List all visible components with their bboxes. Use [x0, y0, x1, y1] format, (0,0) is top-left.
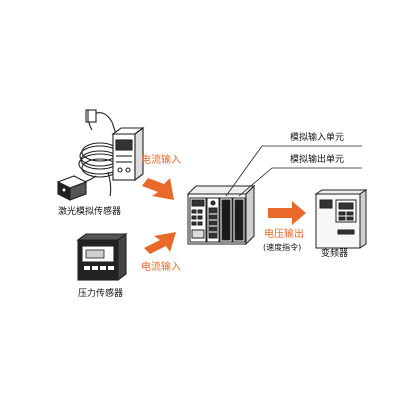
- leader-lines: [225, 145, 362, 197]
- analog-output-unit-label: 模拟输出单元: [290, 155, 345, 165]
- laser-current-input-label: 电流输入: [141, 155, 181, 166]
- pressure-sensor-label: 压力传感器: [78, 289, 124, 299]
- arrow-pressure-to-plc-icon: [144, 232, 176, 254]
- inverter-icon: [314, 189, 368, 249]
- arrow-plc-to-inverter-icon: [268, 201, 306, 225]
- analog-input-unit-label: 模拟输入单元: [290, 133, 345, 143]
- arrow-laser-to-plc-icon: [142, 178, 174, 200]
- pressure-current-input-label: 电流输入: [141, 262, 181, 273]
- inverter-label: 变频器: [321, 249, 349, 259]
- plc-unit-icon: [186, 184, 256, 246]
- pressure-sensor-icon: [76, 232, 128, 282]
- laser-sensor-icon: [56, 109, 145, 201]
- voltage-output-label: 电压输出: [264, 229, 304, 240]
- laser-sensor-label: 激光模拟传感器: [58, 207, 122, 217]
- voltage-output-note: (速度指令): [263, 243, 302, 252]
